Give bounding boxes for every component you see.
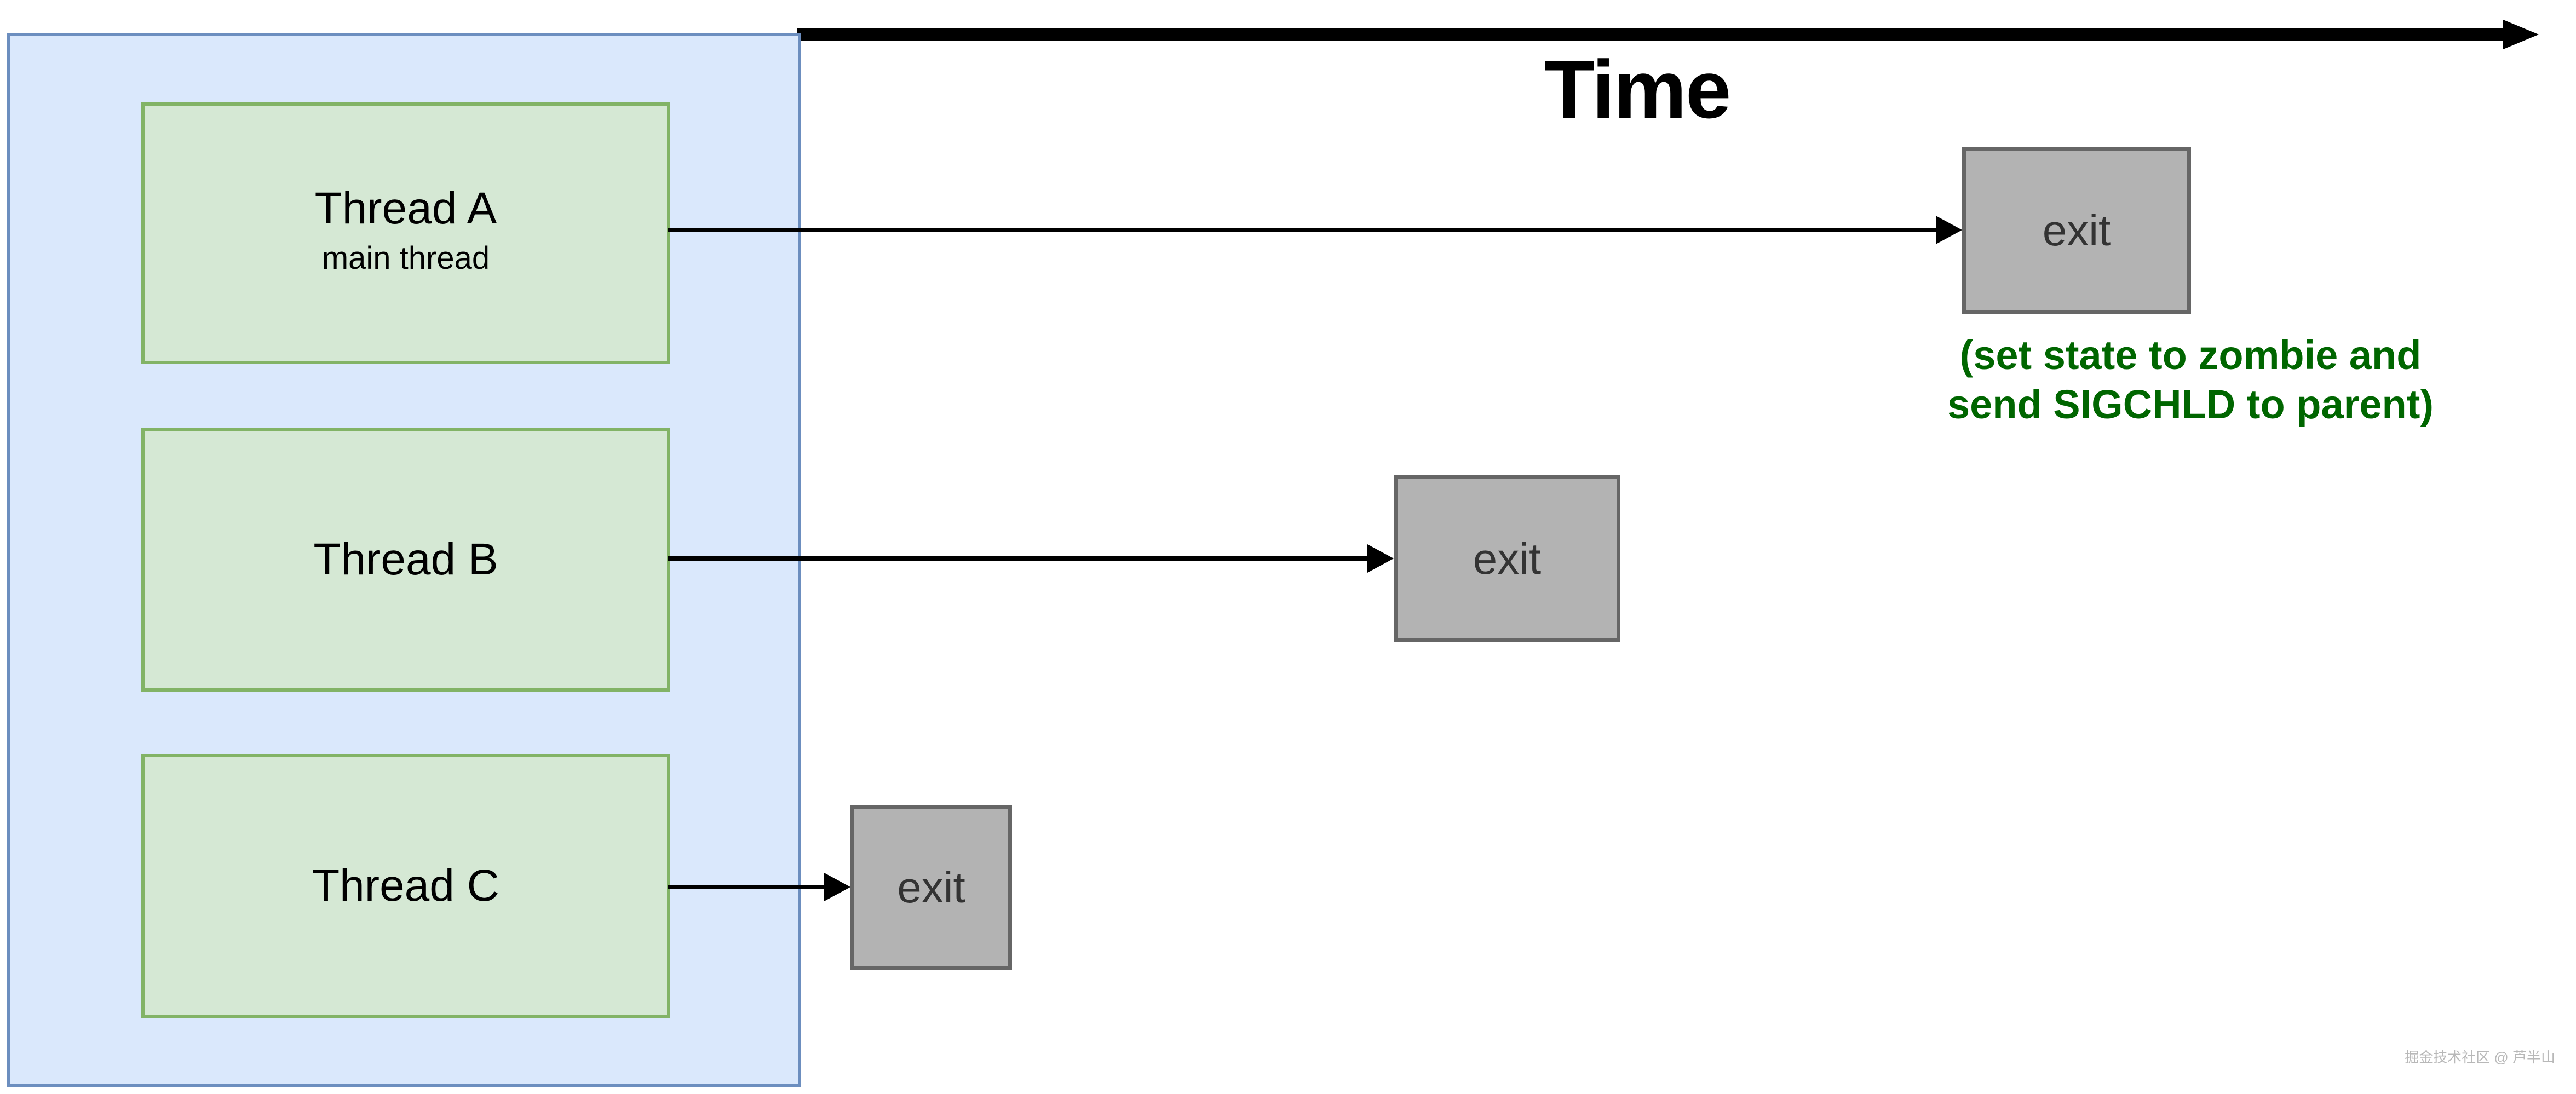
exit-box-thread-c[interactable]: exit xyxy=(850,805,1012,970)
time-axis-label: Time xyxy=(1544,43,1731,135)
thread-a-subtitle: main thread xyxy=(321,240,490,276)
arrow-right-icon xyxy=(824,873,850,901)
connector-thread-a-to-exit xyxy=(668,216,1962,244)
exit-box-a-label: exit xyxy=(2042,206,2111,255)
thread-box-c[interactable]: Thread C xyxy=(141,754,670,1018)
watermark: 掘金技术社区 @ 芦半山 xyxy=(2405,1049,2555,1066)
connector-thread-c-to-exit xyxy=(668,873,850,901)
exit-box-thread-a[interactable]: exit xyxy=(1962,147,2191,314)
time-axis-arrow xyxy=(797,20,2539,49)
exit-box-thread-b[interactable]: exit xyxy=(1394,475,1620,642)
connector-thread-b-to-exit xyxy=(668,544,1394,573)
exit-box-c-label: exit xyxy=(897,862,965,912)
exit-box-b-label: exit xyxy=(1473,534,1542,583)
zombie-note-line-1: (set state to zombie and xyxy=(1959,332,2422,378)
connector-c-line xyxy=(668,885,824,889)
thread-a-title: Thread A xyxy=(314,183,497,233)
time-axis-line xyxy=(797,28,2503,41)
arrow-right-icon xyxy=(1936,216,1962,244)
zombie-state-note: (set state to zombie and send SIGCHLD to… xyxy=(1824,331,2557,430)
zombie-note-line-2: send SIGCHLD to parent) xyxy=(1947,382,2434,428)
arrow-right-icon xyxy=(1367,544,1394,573)
thread-b-title: Thread B xyxy=(313,534,498,585)
thread-a-labels: Thread A main thread xyxy=(315,185,497,275)
thread-c-title: Thread C xyxy=(312,861,499,911)
arrow-right-icon xyxy=(2503,20,2539,49)
connector-a-line xyxy=(668,228,1936,232)
thread-box-a[interactable]: Thread A main thread xyxy=(141,102,670,364)
thread-box-b[interactable]: Thread B xyxy=(141,428,670,692)
connector-b-line xyxy=(668,556,1367,561)
